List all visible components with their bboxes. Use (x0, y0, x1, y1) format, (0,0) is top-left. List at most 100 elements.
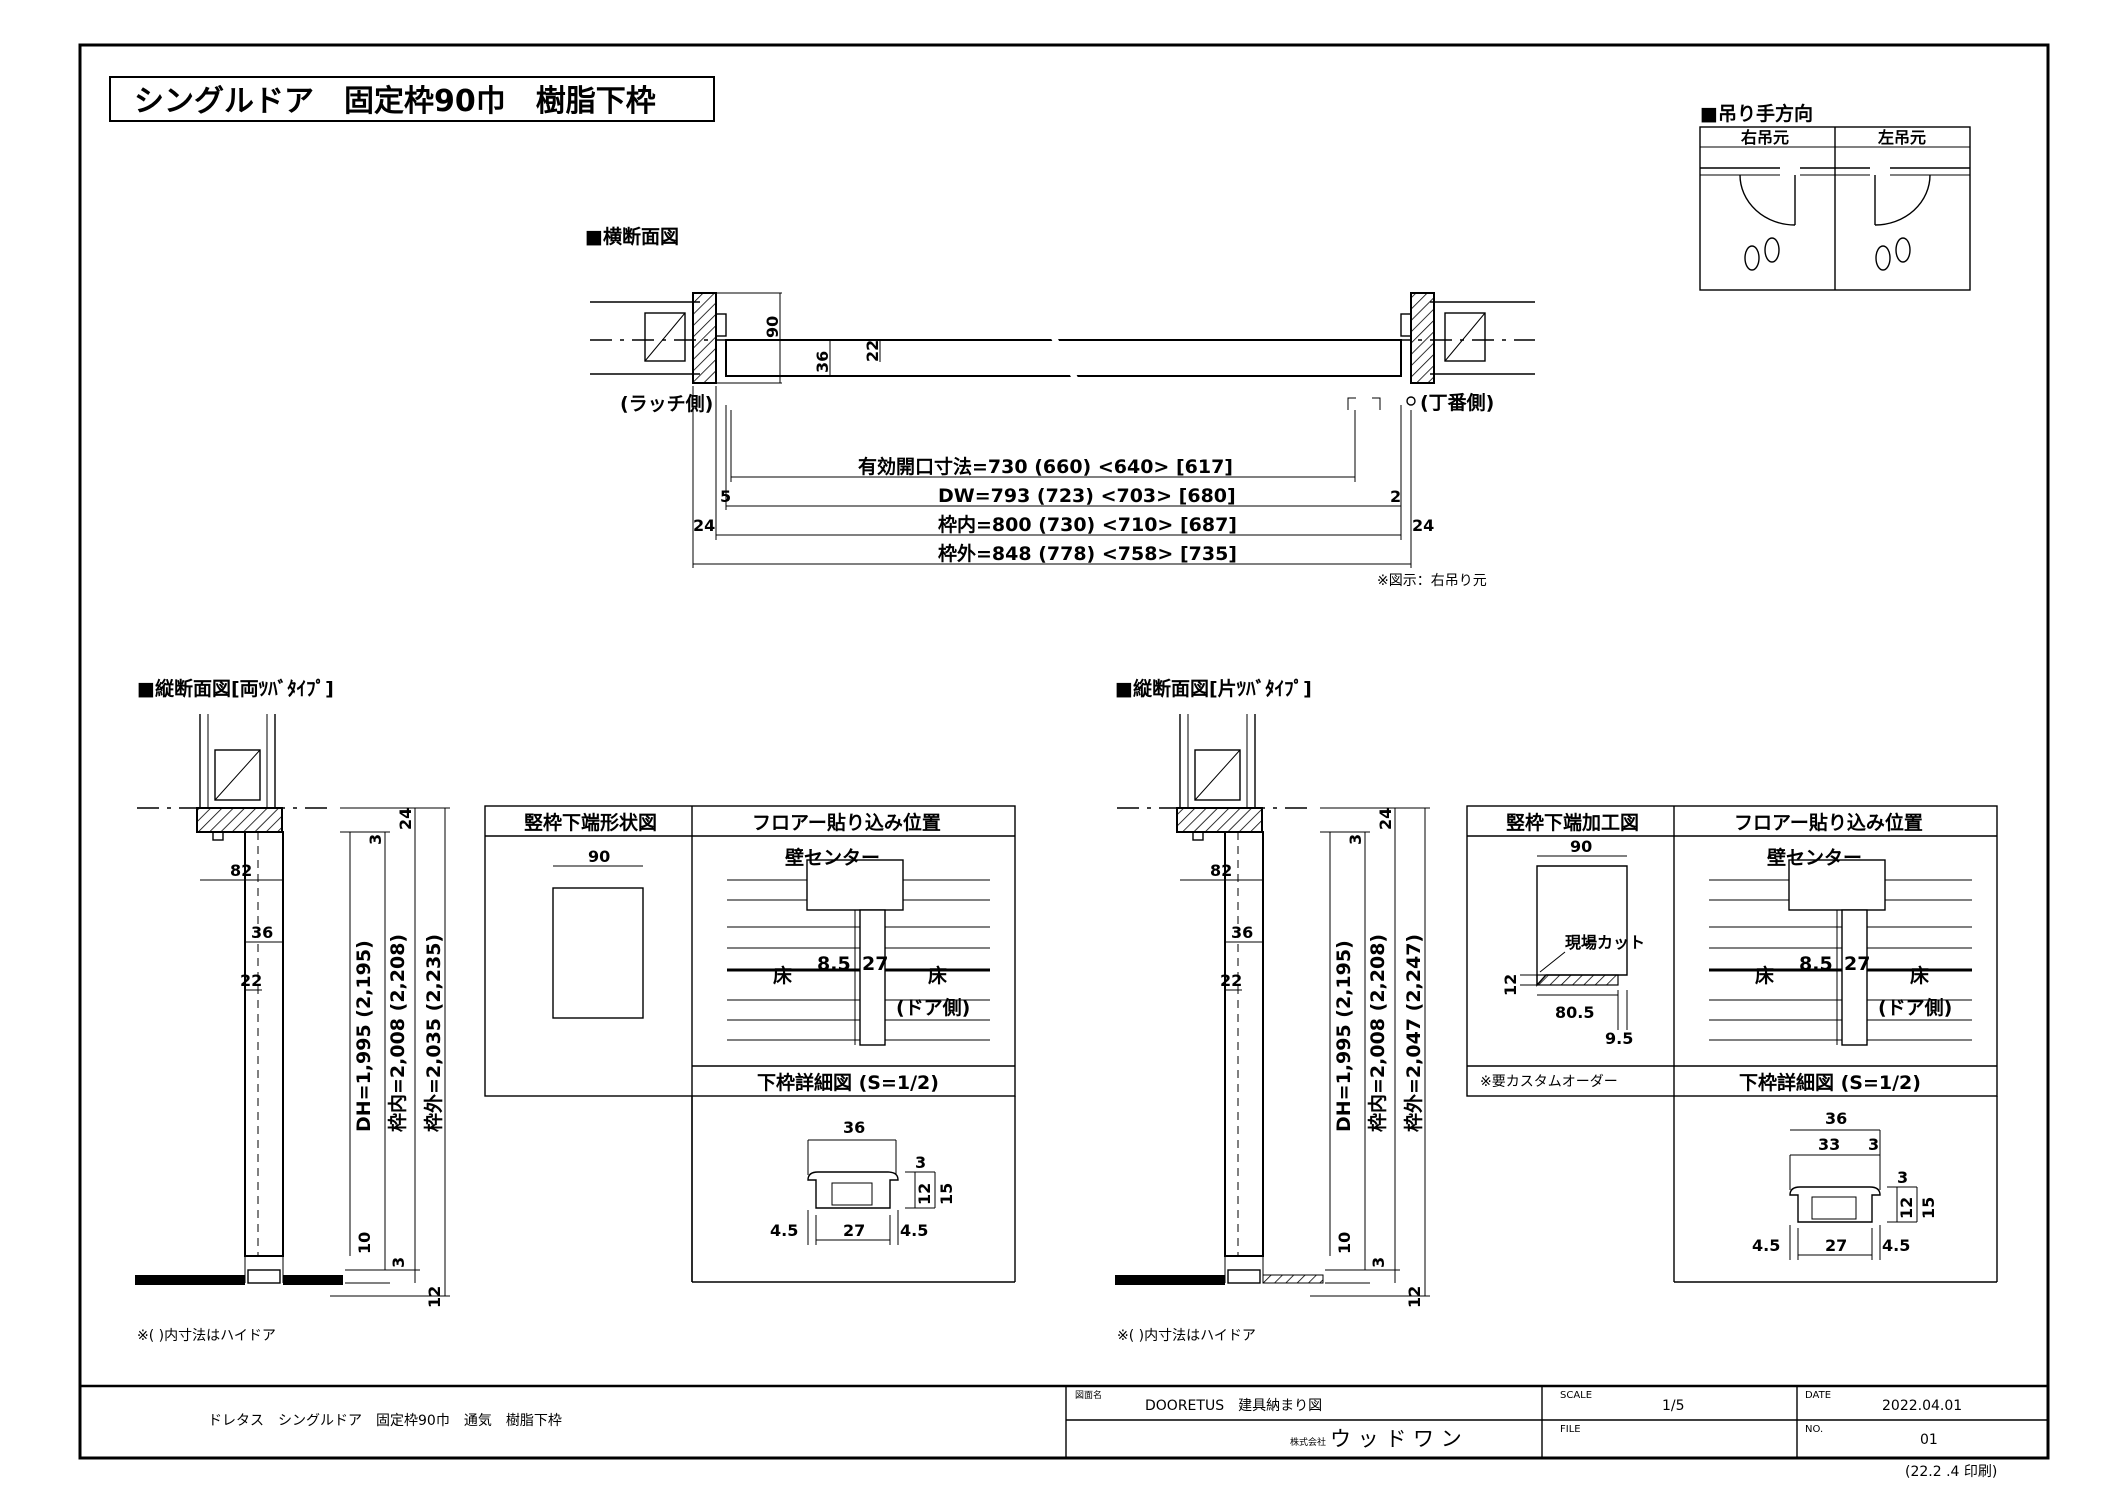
left-detail-45l: 4.5 (770, 1221, 798, 1240)
right-vertical-section: ■縦断面図[片ﾂﾊﾞﾀｲﾌﾟ] 82 36 22 24 3 DH=1,9 (1115, 677, 1998, 1344)
right-detail-27: 27 (1825, 1236, 1847, 1255)
tb-description: ドレタス シングルドア 固定枠90巾 通気 樹脂下枠 (208, 1413, 562, 1429)
left-detail-45r: 4.5 (900, 1221, 928, 1240)
hinge-side-frame (1410, 292, 1435, 384)
bottom-rail-profile (1789, 1186, 1881, 1223)
right-dim-3-bottom: 3 (1369, 1257, 1388, 1268)
tb-file-label: FILE (1560, 1424, 1581, 1435)
right-detail-45l: 4.5 (1752, 1236, 1780, 1255)
left-detail-3: 3 (915, 1153, 926, 1172)
right-section-heading: ■縦断面図[片ﾂﾊﾞﾀｲﾌﾟ] (1115, 677, 1312, 700)
tb-scale-label: SCALE (1560, 1390, 1592, 1401)
plan-section-heading: ■横断面図 (585, 225, 679, 248)
right-table-h1: 竪枠下端加工図 (1506, 811, 1639, 834)
plan-dim-24-left: 24 (693, 516, 715, 535)
latch-side-frame (692, 292, 717, 384)
plan-dw-dim: DW=793 (723) <703> [680] (938, 485, 1236, 507)
plan-dim-24-right: 24 (1412, 516, 1434, 535)
right-dim-10: 10 (1335, 1232, 1354, 1254)
plan-section: ■横断面図 90 36 22 (ラッチ側) (丁番側) (585, 225, 1535, 589)
left-detail-12: 12 (915, 1183, 934, 1205)
right-detail-36: 36 (1825, 1109, 1847, 1128)
right-note: ※( )内寸法はハイドア (1117, 1328, 1256, 1344)
left-note: ※( )内寸法はハイドア (137, 1328, 276, 1344)
right-dim-24: 24 (1376, 808, 1395, 830)
tb-date-label: DATE (1805, 1390, 1831, 1401)
floor-finish (1115, 1275, 1225, 1285)
tb-no-label: NO. (1805, 1424, 1823, 1435)
plan-opening-dim: 有効開口寸法=730 (660) <640> [617] (858, 455, 1233, 478)
left-dim-10: 10 (355, 1232, 374, 1254)
tb-no: 01 (1920, 1432, 1938, 1448)
left-table-dim90: 90 (588, 847, 610, 866)
right-table-h2: フロアー貼り込み位置 (1734, 811, 1923, 834)
right-detail-15: 15 (1919, 1197, 1938, 1219)
right-detail-33: 33 (1818, 1135, 1840, 1154)
jamb-bottom-cut-shape (1536, 865, 1628, 987)
hinge-direction-legend: ■吊り手方向 右吊元 左吊元 (1699, 102, 1971, 291)
right-dim-12: 12 (1405, 1286, 1424, 1308)
left-dh: DH=1,995 (2,195) (353, 940, 375, 1132)
tb-drawing-name-label: 図面名 (1075, 1389, 1102, 1401)
door-leaf (725, 339, 1402, 377)
footprint-icon (1875, 245, 1891, 271)
left-dim-3-bottom: 3 (389, 1257, 408, 1268)
right-table-dim805: 80.5 (1555, 1003, 1594, 1022)
page-title: シングルドア 固定枠90巾 樹脂下枠 (134, 84, 656, 119)
plan-outer-dim: 枠外=848 (778) <758> [735] (938, 542, 1237, 565)
tb-company-label: 株式会社 (1290, 1436, 1326, 1448)
right-table-dim12v: 12 (1501, 974, 1520, 996)
right-table-custom: ※要カスタムオーダー (1480, 1074, 1618, 1090)
plan-dim-90: 90 (763, 316, 782, 338)
left-dim-36: 36 (251, 923, 273, 942)
left-dim-27: 27 (862, 953, 888, 975)
bottom-rail (1227, 1269, 1261, 1284)
title-block: ドレタス シングルドア 固定枠90巾 通気 樹脂下枠 図面名 DOORETUS … (80, 1384, 2048, 1480)
plan-dim-5: 5 (720, 487, 731, 506)
right-wall-center: 壁センター (1767, 846, 1862, 869)
bottom-rail (247, 1269, 281, 1284)
sheet-border (78, 43, 2050, 1460)
right-floor-l: 床 (1755, 964, 1774, 987)
footprint-icon (1744, 245, 1760, 271)
hinge-side-label: (丁番側) (1420, 392, 1494, 414)
left-detail-36: 36 (843, 1118, 865, 1137)
plan-inner-dim: 枠内=800 (730) <710> [687] (938, 513, 1237, 536)
title-box (109, 76, 715, 122)
right-detail-45r: 4.5 (1882, 1236, 1910, 1255)
right-dim-3-top: 3 (1346, 834, 1365, 845)
left-vertical-section: ■縦断面図[両ﾂﾊﾞﾀｲﾌﾟ] 82 36 22 (135, 677, 1016, 1344)
right-detail-title: 下枠詳細図 (S=1/2) (1739, 1071, 1921, 1094)
left-dim-12: 12 (425, 1286, 444, 1308)
left-dim-22: 22 (240, 971, 262, 990)
right-table-cut: 現場カット (1565, 933, 1645, 952)
tb-drawing-name: DOORETUS 建具納まり図 (1145, 1398, 1322, 1414)
tb-company: ウ ッ ド ワ ン (1330, 1427, 1462, 1451)
latch-side-label: (ラッチ側) (620, 393, 713, 415)
left-section-heading: ■縦断面図[両ﾂﾊﾞﾀｲﾌﾟ] (137, 677, 334, 700)
plan-dim-22: 22 (863, 340, 882, 362)
hinge-left-label: 左吊元 (1877, 128, 1926, 147)
plan-dim-2: 2 (1390, 487, 1401, 506)
left-dim-82: 82 (230, 861, 252, 880)
hinge-right-label: 右吊元 (1741, 128, 1789, 147)
door-leaf-vertical (1224, 831, 1264, 1257)
left-outer: 枠外=2,035 (2,235) (422, 934, 445, 1132)
right-detail-3b: 3 (1897, 1168, 1908, 1187)
right-table-dim90: 90 (1570, 837, 1592, 856)
right-dim-36: 36 (1231, 923, 1253, 942)
tb-scale: 1/5 (1662, 1398, 1685, 1414)
right-dim-82: 82 (1210, 861, 1232, 880)
bottom-rail-profile (807, 1171, 899, 1209)
tb-print-note: (22.2 .4 印刷) (1905, 1464, 1997, 1480)
left-detail-title: 下枠詳細図 (S=1/2) (757, 1071, 939, 1094)
left-detail-15: 15 (937, 1183, 956, 1205)
head-frame (1176, 807, 1263, 833)
right-detail-12: 12 (1897, 1197, 1916, 1219)
plan-dim-36: 36 (813, 351, 832, 373)
left-floor-r: 床 (928, 964, 947, 987)
right-inner: 枠内=2,008 (2,208) (1366, 934, 1389, 1132)
right-dh: DH=1,995 (2,195) (1333, 940, 1355, 1132)
left-dim-3-top: 3 (366, 834, 385, 845)
